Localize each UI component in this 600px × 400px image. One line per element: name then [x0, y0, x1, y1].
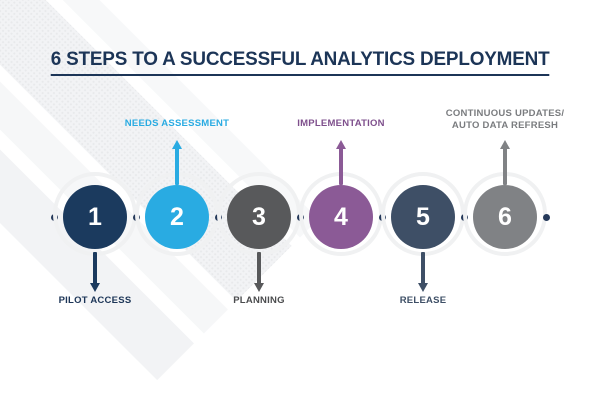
connector-dot-end: [542, 214, 550, 221]
arrow-head: [89, 283, 100, 292]
arrow-shaft: [339, 147, 343, 185]
title-container: 6 STEPS TO A SUCCESSFUL ANALYTICS DEPLOY…: [0, 48, 600, 76]
step-arrow-up: [169, 140, 185, 185]
step-number: 1: [88, 202, 102, 231]
step-number: 5: [416, 202, 430, 231]
step-circle-3[interactable]: 3: [227, 185, 291, 249]
step-number: 2: [170, 202, 184, 231]
step-label-line-1: CONTINUOUS UPDATES/: [445, 108, 565, 119]
step-number: 6: [498, 202, 512, 231]
arrow-shaft: [93, 252, 97, 284]
arrow-head: [499, 140, 510, 149]
page-title: 6 STEPS TO A SUCCESSFUL ANALYTICS DEPLOY…: [50, 48, 550, 76]
step-arrow-down: [251, 252, 267, 297]
step-circle-4[interactable]: 4: [309, 185, 373, 249]
step-number: 4: [334, 202, 348, 231]
step-arrow-up: [333, 140, 349, 185]
arrow-shaft: [175, 147, 179, 185]
step-label-4: IMPLEMENTATION: [297, 118, 385, 129]
step-label-line-2: AUTO DATA REFRESH: [451, 119, 559, 131]
step-circle-6[interactable]: 6: [473, 185, 537, 249]
step-circle-1[interactable]: 1: [63, 185, 127, 249]
step-arrow-down: [415, 252, 431, 297]
step-number: 3: [252, 202, 266, 231]
step-label-1: PILOT ACCESS: [58, 295, 132, 306]
step-label-3: PLANNING: [233, 295, 285, 306]
arrow-head: [417, 283, 428, 292]
step-label-2: NEEDS ASSESSMENT: [124, 118, 230, 129]
step-6[interactable]: 6 CONTINUOUS UPDATES/AUTO DATA REFRESH: [446, 0, 564, 400]
arrow-shaft: [257, 252, 261, 284]
step-arrow-down: [87, 252, 103, 297]
step-label-6: CONTINUOUS UPDATES/AUTO DATA REFRESH: [400, 108, 600, 132]
step-arrow-up: [497, 140, 513, 185]
arrow-head: [171, 140, 182, 149]
step-circle-5[interactable]: 5: [391, 185, 455, 249]
step-label-5: RELEASE: [399, 295, 447, 306]
arrow-shaft: [503, 147, 507, 185]
arrow-head: [253, 283, 264, 292]
arrow-shaft: [421, 252, 425, 284]
arrow-head: [335, 140, 346, 149]
step-circle-2[interactable]: 2: [145, 185, 209, 249]
